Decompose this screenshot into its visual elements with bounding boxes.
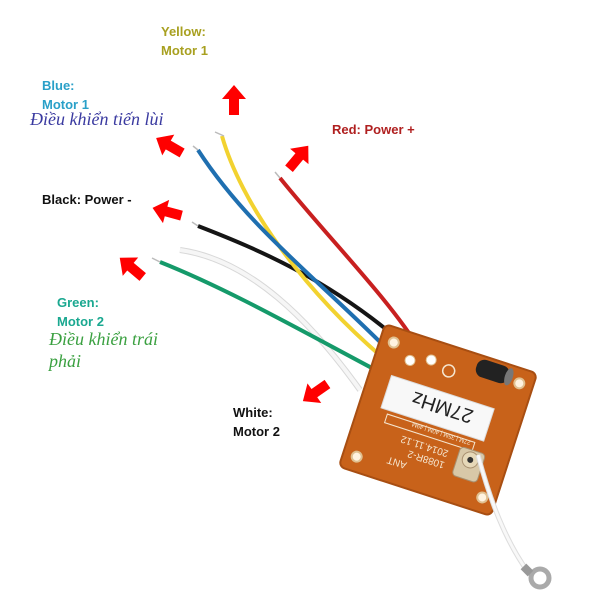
green-label: Green: Motor 2 <box>57 293 104 331</box>
arrow-red-icon <box>285 145 309 172</box>
red-label: Red: Power + <box>332 122 415 137</box>
wire-green <box>159 260 386 377</box>
green-title: Green: <box>57 295 99 310</box>
pcb-board: 27MHz 27M | 35M | 40M | 49M 2014.11.12 1… <box>339 324 537 516</box>
yellow-title: Yellow: <box>161 24 206 39</box>
blue-note: Điều khiển tiến lùi <box>30 109 164 129</box>
blue-title: Blue: <box>42 78 75 93</box>
arrow-white-icon <box>302 379 331 403</box>
white-sub: Motor 2 <box>233 424 280 439</box>
ring-terminal <box>520 563 552 590</box>
capacitor <box>475 359 514 386</box>
white-label: White: Motor 2 <box>233 403 280 441</box>
wire-red <box>278 176 422 352</box>
yellow-sub: Motor 1 <box>161 43 208 58</box>
arrow-yellow-icon <box>222 85 246 115</box>
wire-blue <box>196 148 400 362</box>
arrow-green-icon <box>119 257 146 281</box>
black-label: Black: Power - <box>42 192 132 207</box>
blue-label: Blue: Motor 1 <box>42 76 89 114</box>
yellow-label: Yellow: Motor 1 <box>161 22 208 60</box>
blue-sub: Motor 1 <box>42 97 89 112</box>
green-note-line1: Điều khiển trái <box>49 329 158 349</box>
green-sub: Motor 2 <box>57 314 104 329</box>
green-note-line2: phải <box>49 351 82 371</box>
arrow-blue-icon <box>156 134 185 158</box>
arrow-black-icon <box>152 199 183 224</box>
white-title: White: <box>233 405 273 420</box>
wire-white <box>179 247 363 392</box>
